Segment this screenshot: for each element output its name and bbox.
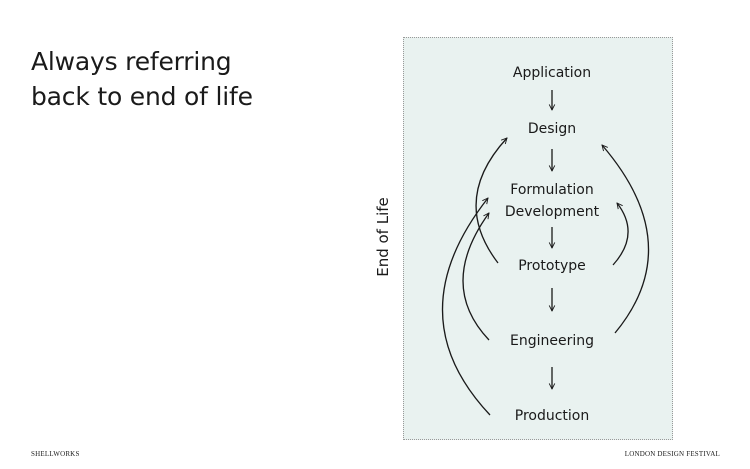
footer-brand: SHELLWORKS: [31, 450, 80, 458]
stage-production: Production: [514, 408, 590, 424]
stage-design: Design: [527, 121, 577, 137]
loop-engineering-formulation: [462, 213, 489, 341]
title-line-1: Always referring: [31, 47, 232, 76]
loop-prototype-development: [612, 203, 629, 266]
stage-engineering: Engineering: [510, 333, 594, 349]
stage-prototype: Prototype: [518, 258, 586, 274]
footer-event: LONDON DESIGN FESTIVAL: [624, 450, 720, 458]
title-line-2: back to end of life: [31, 82, 253, 111]
slide-title: Always referring back to end of life: [31, 44, 253, 114]
stage-application: Application: [512, 65, 592, 81]
loop-production-formulation: [441, 198, 491, 416]
loop-engineering-design: [602, 145, 650, 334]
loop-prototype-design: [475, 138, 507, 264]
stage-development: Development: [504, 204, 600, 220]
stage-formulation: Formulation: [510, 182, 594, 198]
